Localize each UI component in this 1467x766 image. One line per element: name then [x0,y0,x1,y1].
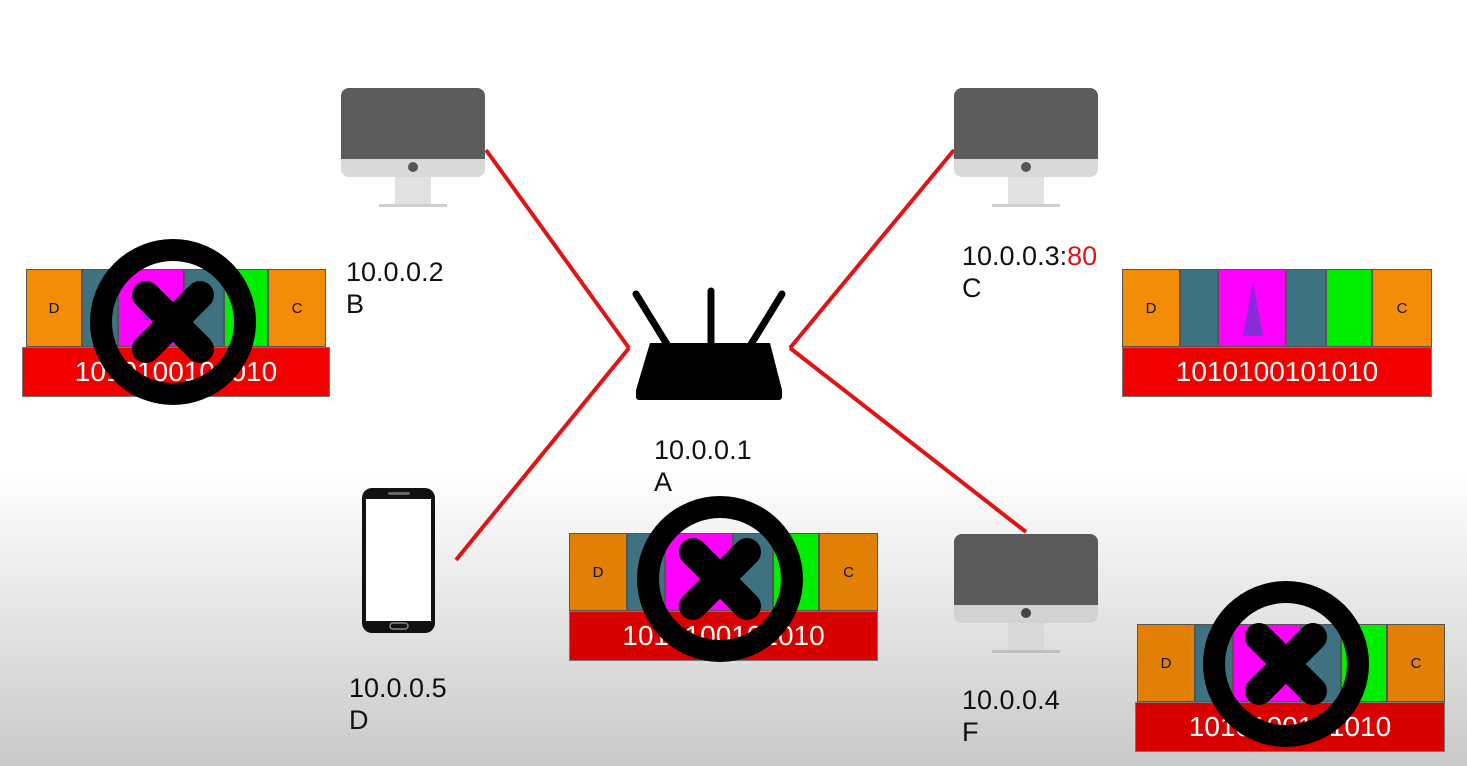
packet-src-header: C [1387,624,1445,702]
dst-label: D [592,563,604,581]
packet-src-header: C [819,533,878,611]
node-name: D [349,705,369,735]
desktop-computer-icon[interactable] [341,88,485,207]
dst-label: D [1160,654,1172,672]
src-label: C [843,563,854,581]
dst-label: D [48,299,60,317]
link-d-router [454,346,631,562]
node-label-c: 10.0.0.3:80 C [962,240,1097,304]
src-label: C [1396,299,1408,317]
node-label-d: 10.0.0.5 D [349,672,447,736]
node-name: A [654,467,673,497]
src-label: C [291,299,303,317]
ip-address: 10.0.0.5 [349,673,447,703]
reject-x-icon [1203,581,1369,747]
dst-label: D [1145,299,1157,317]
ip-port: 80 [1067,241,1098,271]
node-name: F [962,717,979,747]
packet-c[interactable]: D C 1010100101010 [1122,269,1432,397]
packet-dst-header: D [1122,269,1180,347]
node-label-b: 10.0.0.2 B [346,256,444,320]
packet-dst-header: D [569,533,627,611]
router-icon[interactable] [632,287,786,400]
reject-x-icon [90,239,256,405]
link-c-router [788,148,956,350]
desktop-computer-icon[interactable] [954,534,1098,653]
smartphone-icon[interactable] [362,488,435,633]
packet-data-bar: 1010100101010 [1122,347,1432,397]
reject-x-icon [637,496,803,662]
link-f-router [788,346,1028,534]
ip-host: 10.0.0.3: [962,241,1068,271]
node-name: B [346,289,365,319]
packet-teal-segment [1286,269,1326,347]
network-links [454,148,1028,562]
packet-src-header: C [268,269,326,347]
packet-dst-header: D [1137,624,1195,702]
ip-address: 10.0.0.3:80 [962,240,1097,272]
packet-payload-segment [1218,269,1286,347]
packet-src-header: C [1372,269,1432,347]
triangle-icon [1243,282,1263,336]
src-label: C [1410,654,1422,672]
node-label-f: 10.0.0.4 F [962,684,1060,748]
packet-teal-segment [1180,269,1218,347]
ip-address: 10.0.0.2 [346,257,444,287]
ip-address: 10.0.0.4 [962,685,1060,715]
packet-dst-header: D [26,269,82,347]
ip-address: 10.0.0.1 [654,435,752,465]
link-b-router [484,148,631,350]
node-name: C [962,273,982,303]
node-label-a: 10.0.0.1 A [654,434,752,498]
packet-green-segment [1326,269,1372,347]
desktop-computer-icon[interactable] [954,88,1098,207]
